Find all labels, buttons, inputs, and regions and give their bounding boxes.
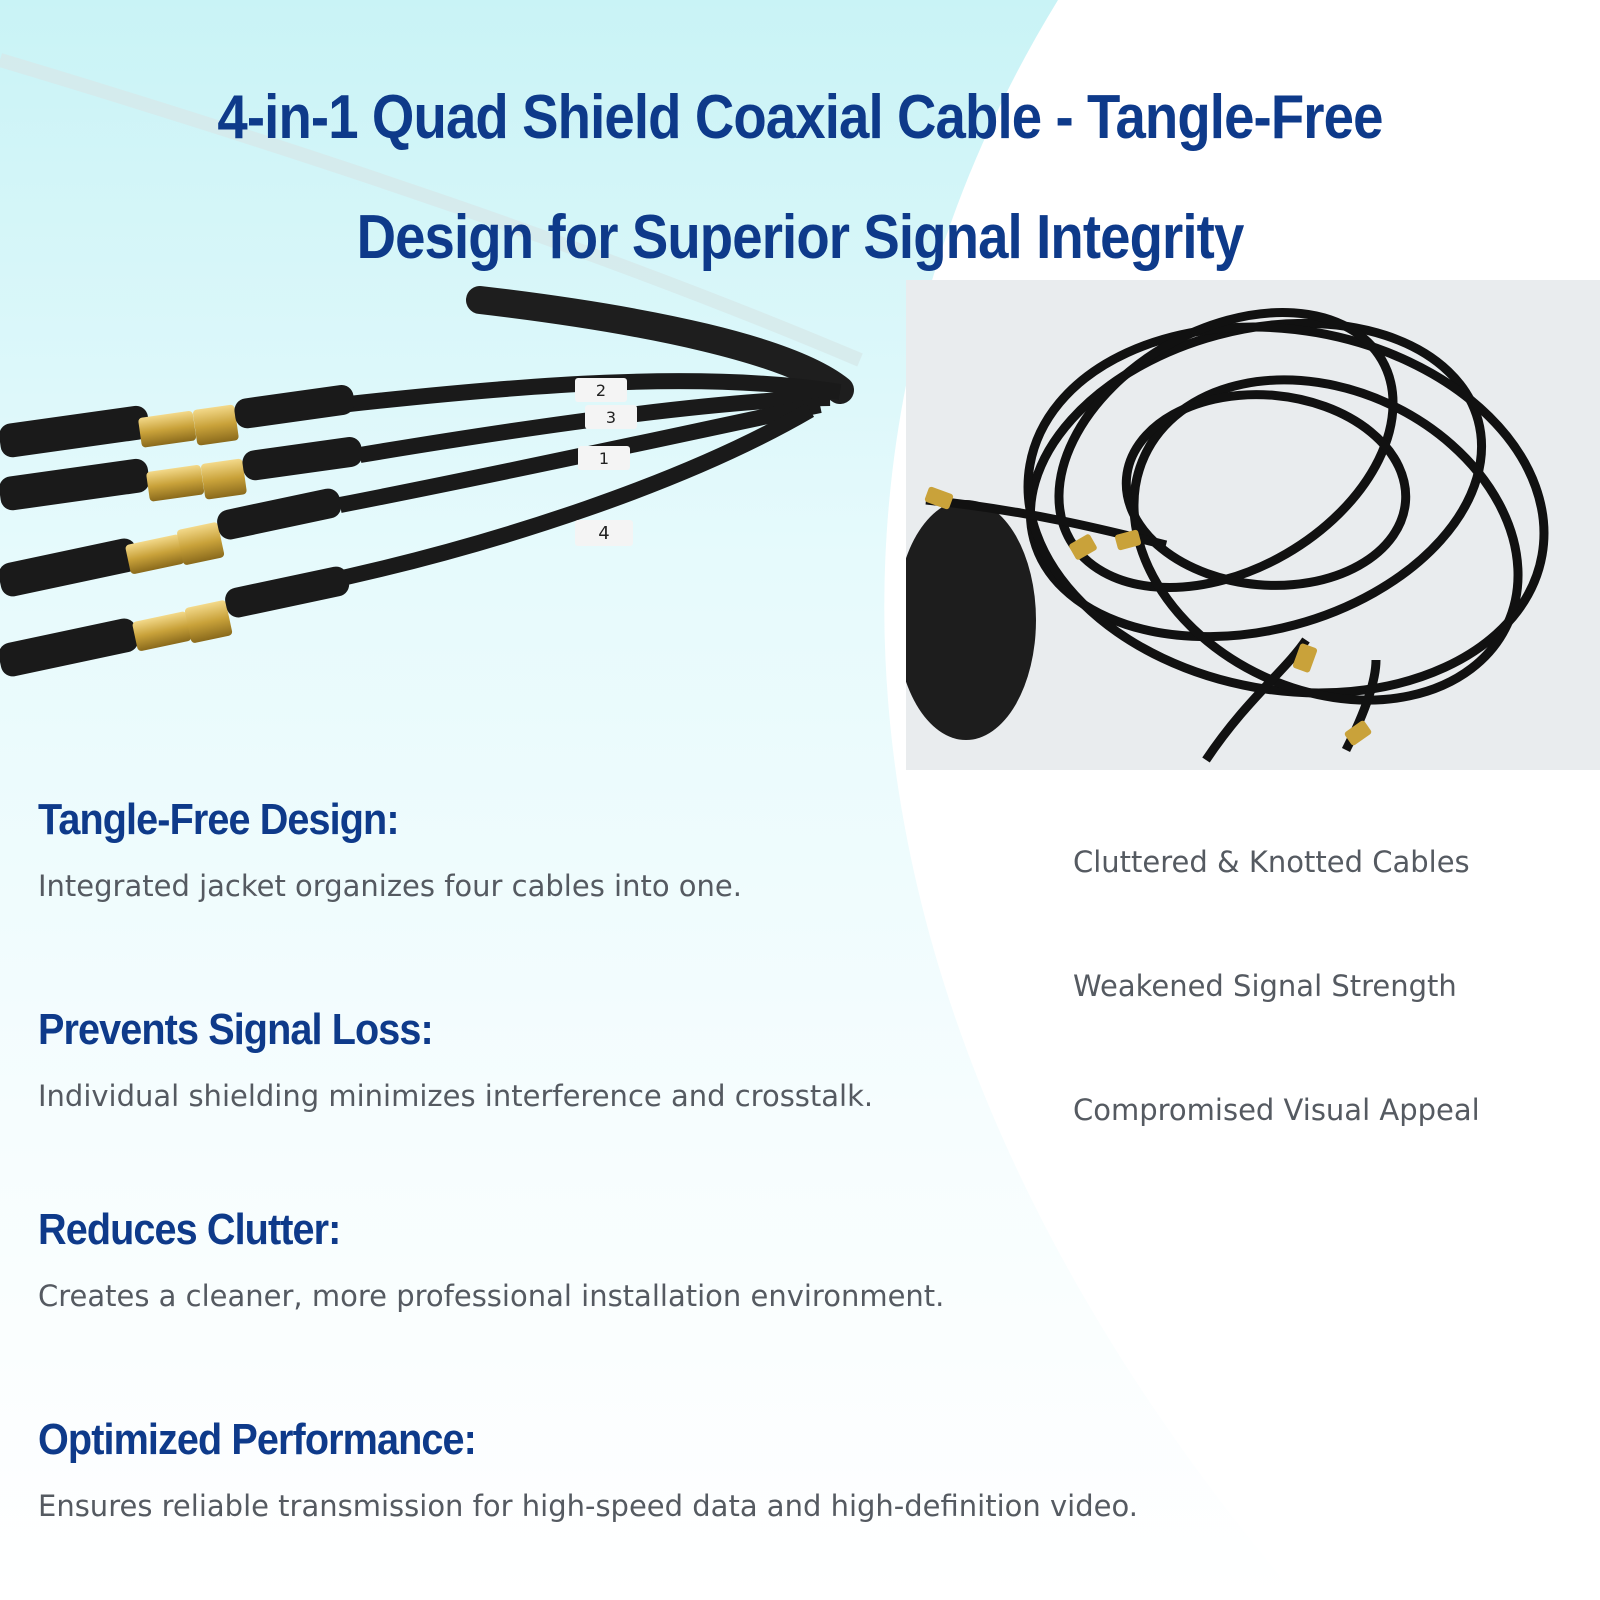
feature-heading: Reduces Clutter:: [38, 1205, 341, 1254]
feature-reduces-clutter: Reduces Clutter: Creates a cleaner, more…: [38, 1204, 944, 1314]
cable-tag-2: 2: [596, 381, 606, 400]
quad-coax-cable-photo: 2 3 1 4: [0, 286, 854, 677]
title-line-1: 4-in-1 Quad Shield Coaxial Cable - Tangl…: [217, 83, 1383, 152]
drawback-cluttered-cables: Cluttered & Knotted Cables: [1073, 845, 1470, 879]
tangled-cables-photo: [906, 280, 1600, 770]
cable-tag-3: 3: [606, 408, 616, 427]
cable-end-3: [0, 488, 342, 597]
title-line-2: Design for Superior Signal Integrity: [356, 203, 1245, 272]
feature-heading: Optimized Performance:: [38, 1415, 477, 1464]
cable-end-1: [0, 384, 355, 458]
feature-heading: Tangle-Free Design:: [38, 795, 400, 844]
cable-number-tags: 2 3 1 4: [575, 378, 637, 546]
cable-tag-1: 1: [599, 449, 609, 468]
feature-optimized-performance: Optimized Performance: Ensures reliable …: [38, 1414, 1138, 1524]
feature-description: Ensures reliable transmission for high-s…: [38, 1489, 1138, 1523]
feature-tangle-free: Tangle-Free Design: Integrated jacket or…: [38, 794, 742, 904]
feature-prevents-signal-loss: Prevents Signal Loss: Individual shieldi…: [38, 1004, 873, 1114]
feature-description: Integrated jacket organizes four cables …: [38, 869, 742, 903]
tangled-cables-illustration: [906, 308, 1549, 763]
feature-heading: Prevents Signal Loss:: [38, 1005, 434, 1054]
cable-end-4: [0, 566, 350, 677]
page-title: 4-in-1 Quad Shield Coaxial Cable - Tangl…: [0, 58, 1600, 298]
feature-description: Individual shielding minimizes interfere…: [38, 1079, 874, 1113]
cable-tag-4: 4: [598, 523, 609, 544]
feature-description: Creates a cleaner, more professional ins…: [38, 1279, 945, 1313]
drawback-visual-appeal: Compromised Visual Appeal: [1073, 1093, 1480, 1127]
drawback-weakened-signal: Weakened Signal Strength: [1073, 969, 1457, 1003]
cable-end-2: [0, 436, 363, 511]
